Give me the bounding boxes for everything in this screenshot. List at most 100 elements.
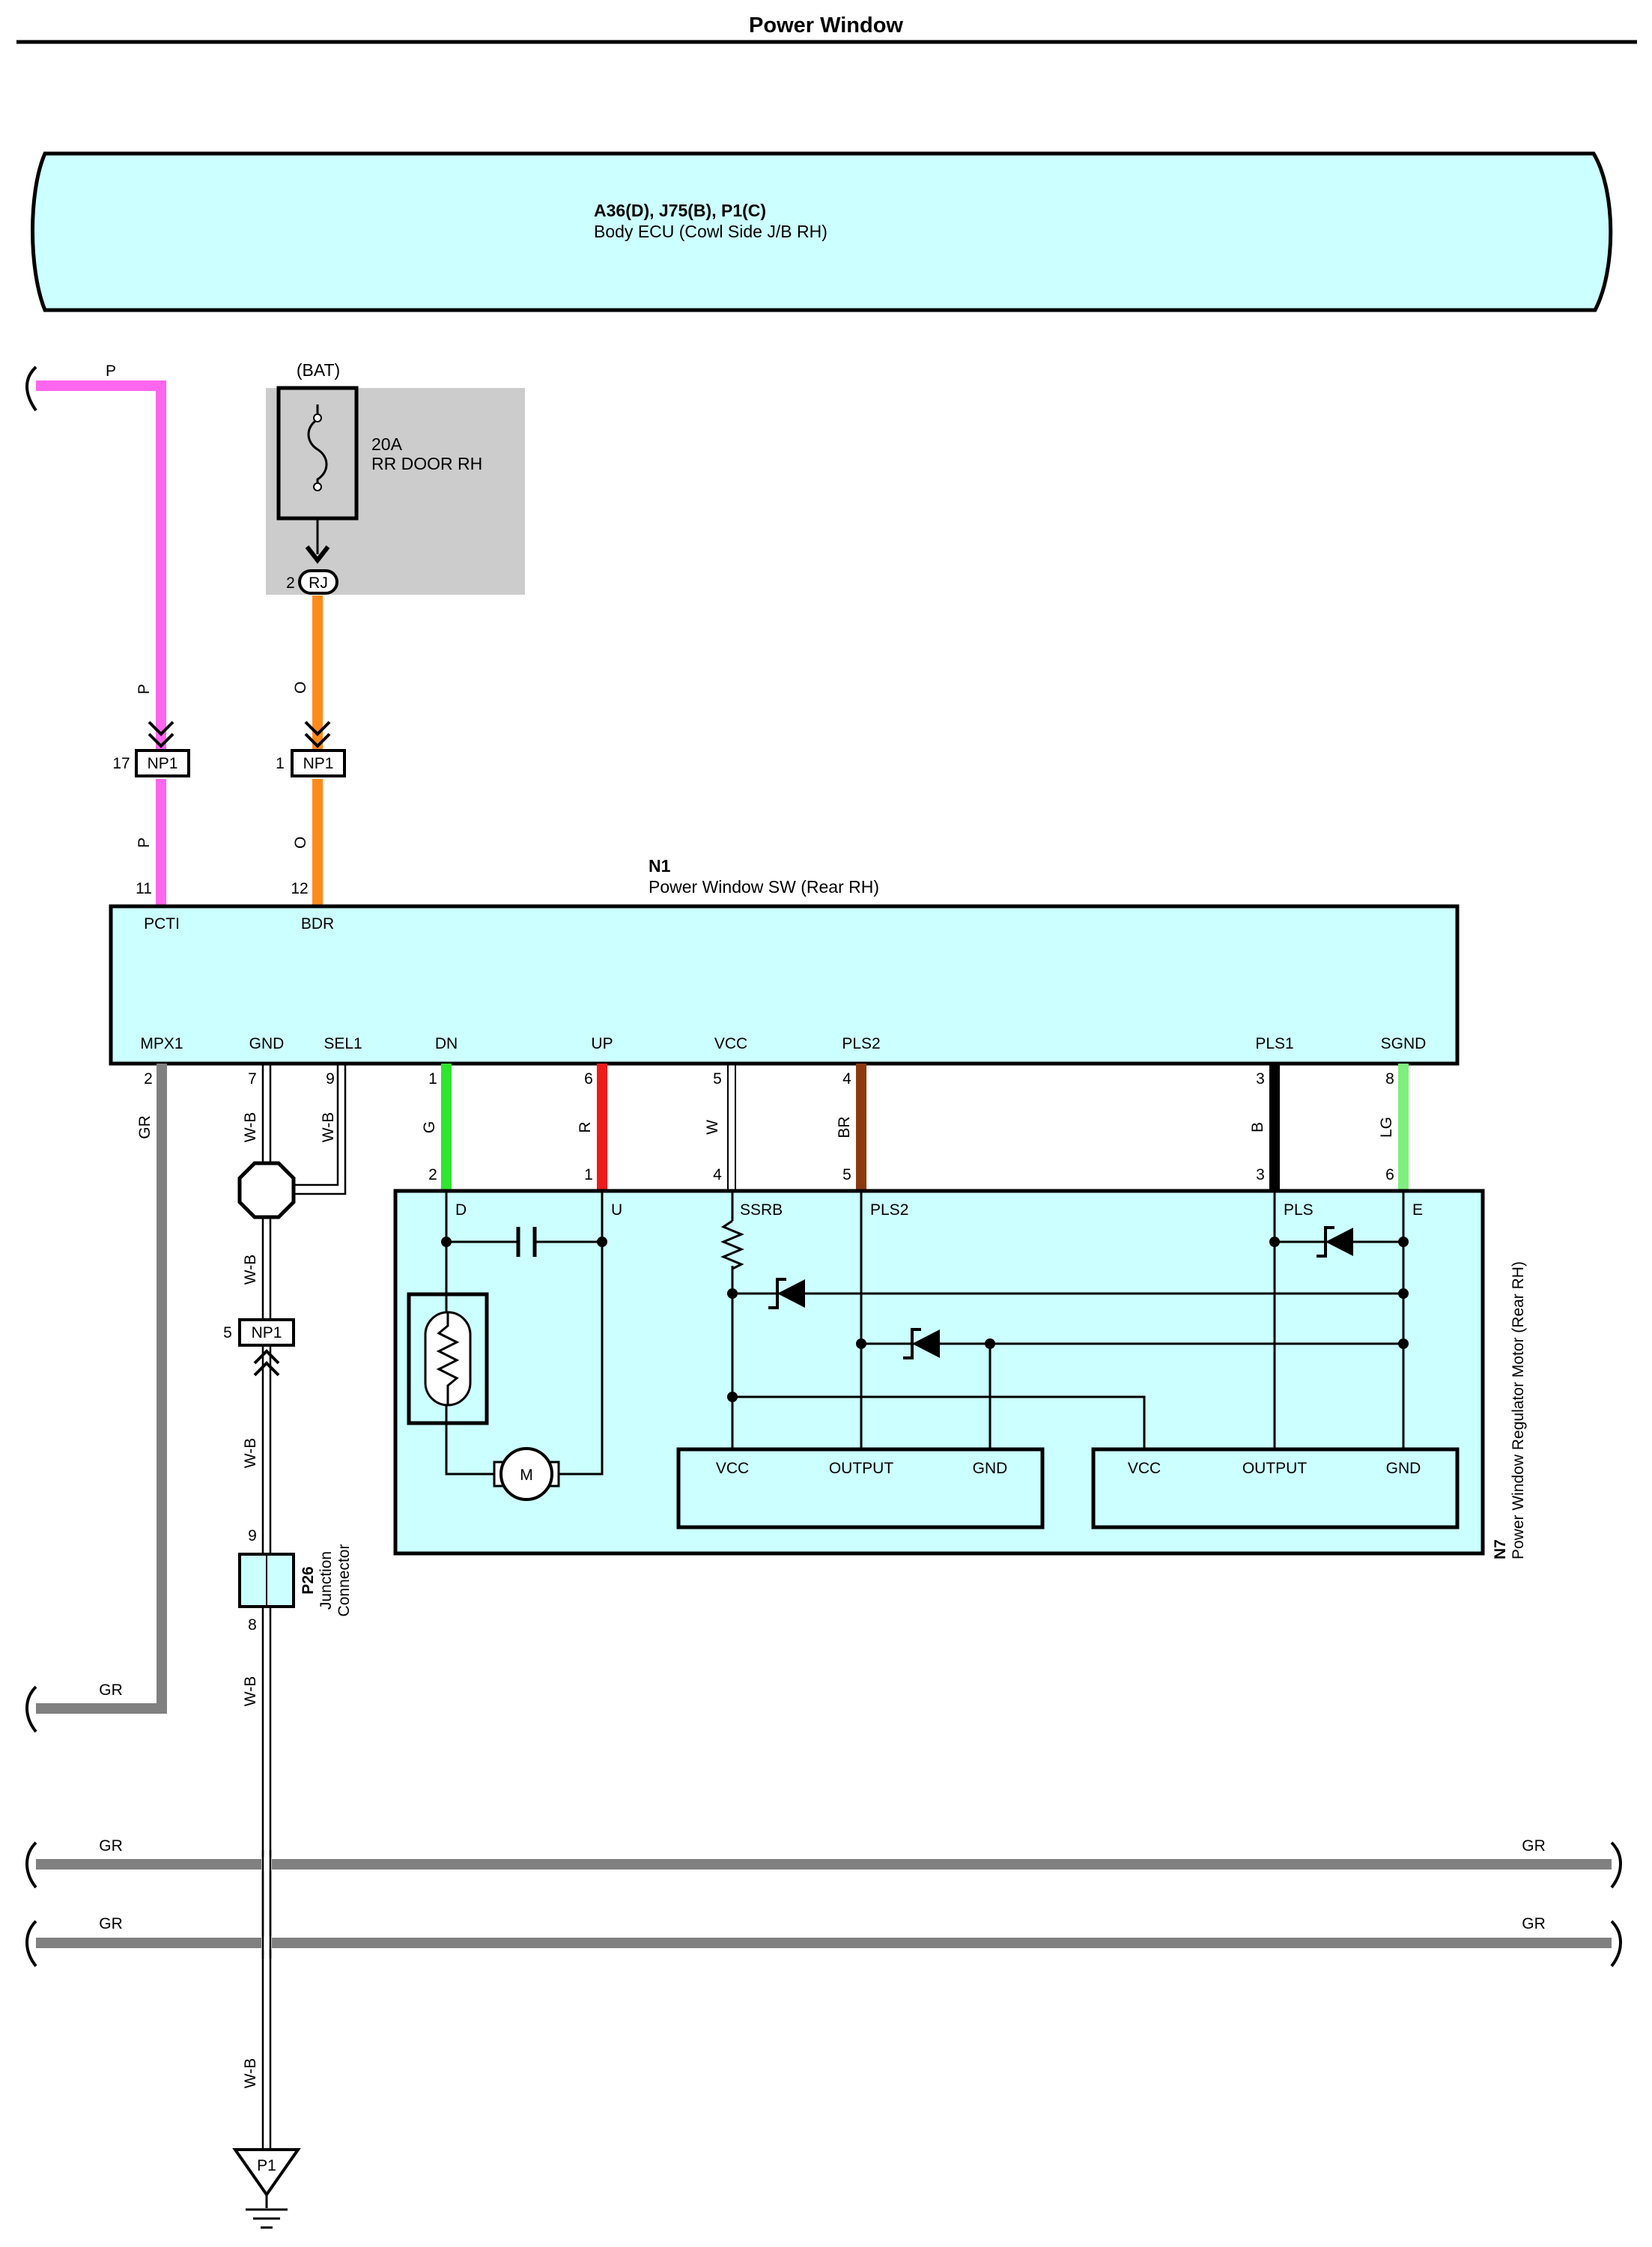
np1-p-code: NP1 <box>148 755 178 772</box>
motor-pin-u-num: 1 <box>584 1166 593 1183</box>
motor-pin-e-num: 6 <box>1385 1166 1394 1183</box>
switch-pin-sgnd-num: 8 <box>1385 1070 1394 1088</box>
switch-pin-bdr-label: BDR <box>301 915 334 933</box>
switch-pin-mpx1-label: MPX1 <box>140 1035 183 1052</box>
ptc-frame <box>407 1292 489 1425</box>
np1-o-code: NP1 <box>303 755 334 772</box>
ground-triangle <box>232 2148 301 2198</box>
wire-label-gr-bottom: GR <box>99 1682 123 1699</box>
motor-pin-e-label: E <box>1412 1201 1423 1219</box>
wire-label-wb-3: W-B <box>242 1438 259 1468</box>
np1-wb-arrow <box>253 1349 280 1377</box>
motor-pin-pls-label: PLS <box>1284 1201 1314 1219</box>
hall-ic-right-output: OUTPUT <box>1242 1460 1308 1477</box>
gr-bus-2-label-left: GR <box>99 1915 123 1932</box>
switch-pin-dn-num: 1 <box>428 1070 437 1088</box>
hall-ic-right: VCC OUTPUT GND <box>1091 1447 1460 1529</box>
wire-sel1-b <box>291 1064 347 1195</box>
motor-pin-ssrb-label: SSRB <box>740 1201 783 1219</box>
break-mark-p <box>25 366 37 412</box>
gr-bus-1-label-left: GR <box>99 1837 123 1855</box>
wire-wb: W-B W-B W-B W-B W-B W-B <box>237 1064 347 2176</box>
gr-bus-1-break-right <box>1610 1841 1622 1889</box>
ptc-thermistor <box>407 1292 489 1425</box>
np1-wb-pin: 5 <box>223 1324 232 1341</box>
switch-body <box>109 904 1460 1066</box>
wire-label-wb-1: W-B <box>242 1112 259 1142</box>
signal-wires: G R W BR B LG <box>421 1064 1409 1191</box>
wire-label-p-top: P <box>106 363 116 380</box>
wire-gr-mpx1-path <box>36 1064 167 1714</box>
motor-block: N7 Power Window Regulator Motor (Rear RH… <box>393 1166 1527 1559</box>
hall-ic-right-gnd: GND <box>1386 1460 1421 1477</box>
rj-code: RJ <box>309 574 328 592</box>
gr-bus-1-break-left <box>25 1841 37 1889</box>
splice-octagon <box>237 1161 296 1219</box>
wire-wb-gap-2 <box>261 1936 272 1950</box>
np1-wb-code: NP1 <box>252 1324 282 1341</box>
switch-pin-pls2-num: 4 <box>842 1070 851 1088</box>
wire-label-w: W <box>704 1120 721 1135</box>
wire-label-b: B <box>1249 1122 1266 1132</box>
motor-pin-pls2-label: PLS2 <box>870 1201 908 1219</box>
wire-label-p-mid: P <box>136 684 153 694</box>
ground-symbol: P1 <box>232 2148 301 2229</box>
gr-bus-2: GR GR <box>25 1915 1622 1968</box>
switch-block: N1 Power Window SW (Rear RH) 11 PCTI 12 … <box>109 856 1460 1088</box>
hall-ic-left-output: OUTPUT <box>829 1460 894 1477</box>
capacitor-symbol <box>516 1227 537 1257</box>
wire-label-gr-mpx1: GR <box>136 1115 154 1139</box>
wire-p: P P P <box>25 363 166 906</box>
motor-pin-u-label: U <box>611 1201 622 1219</box>
break-mark-gr-mpx1 <box>25 1685 37 1733</box>
switch-name: Power Window SW (Rear RH) <box>649 877 879 897</box>
switch-pin-up-num: 6 <box>584 1070 593 1088</box>
switch-code: N1 <box>649 856 671 876</box>
wire-label-o-mid: O <box>292 682 309 694</box>
motor-internal-wiring <box>445 1191 1405 1476</box>
zener-diode-3 <box>1317 1226 1353 1258</box>
wire-label-r: R <box>577 1121 594 1132</box>
wire-label-br: BR <box>836 1116 853 1138</box>
junction-dots <box>441 1237 1409 1402</box>
ptc-zigzag <box>436 1312 460 1405</box>
rj-arrow <box>305 545 330 564</box>
motor-pin-ssrb-num: 4 <box>713 1166 722 1183</box>
switch-pin-mpx1-num: 2 <box>144 1070 153 1088</box>
np1-wb-box <box>238 1318 295 1347</box>
body-ecu-code: A36(D), J75(B), P1(C) <box>594 201 766 220</box>
switch-pin-sel1-num: 9 <box>326 1070 335 1088</box>
switch-pin-dn-label: DN <box>435 1035 458 1052</box>
motor-pin-d-num: 2 <box>428 1166 437 1183</box>
switch-pin-pcti-num: 11 <box>136 880 152 897</box>
gr-bus-1: GR GR <box>25 1837 1622 1889</box>
np1-connector-o: NP1 1 <box>276 721 346 777</box>
hall-ic-right-vcc: VCC <box>1128 1460 1161 1477</box>
switch-pin-sel1-label: SEL1 <box>324 1035 362 1052</box>
switch-pin-pls2-label: PLS2 <box>842 1035 880 1052</box>
rj-pin: 2 <box>286 574 295 592</box>
wire-label-wb-sel1: W-B <box>320 1112 337 1142</box>
np1-p-box <box>135 749 190 777</box>
hall-ic-left-vcc: VCC <box>716 1460 749 1477</box>
wire-gr-mpx1: GR GR <box>25 1064 167 1733</box>
fuse-name: RR DOOR RH <box>371 454 482 473</box>
np1-p-arrow <box>148 721 174 748</box>
zener-diode-1 <box>768 1278 805 1309</box>
page-header: Power Window <box>16 13 1637 44</box>
switch-pin-pcti-label: PCTI <box>144 915 180 933</box>
np1-o-pin: 1 <box>276 755 285 772</box>
gr-bus-1-label-right: GR <box>1522 1837 1546 1855</box>
wire-label-wb-5: W-B <box>242 2058 259 2088</box>
wire-sel1-a <box>291 1064 339 1186</box>
junction-connector: 9 8 P26 Junction Connector <box>238 1527 353 1634</box>
switch-pin-vcc-num: 5 <box>713 1070 722 1088</box>
wire-label-wb-2: W-B <box>242 1255 259 1285</box>
motor-circle <box>499 1447 553 1501</box>
wire-label-lg: LG <box>1378 1117 1395 1138</box>
zener-diode-2 <box>903 1328 940 1359</box>
fuse-term-bottom <box>313 482 322 491</box>
junction-pin-top: 9 <box>248 1527 257 1544</box>
np1-connector-p: NP1 17 <box>112 721 190 777</box>
switch-pin-pls1-label: PLS1 <box>1255 1035 1293 1052</box>
